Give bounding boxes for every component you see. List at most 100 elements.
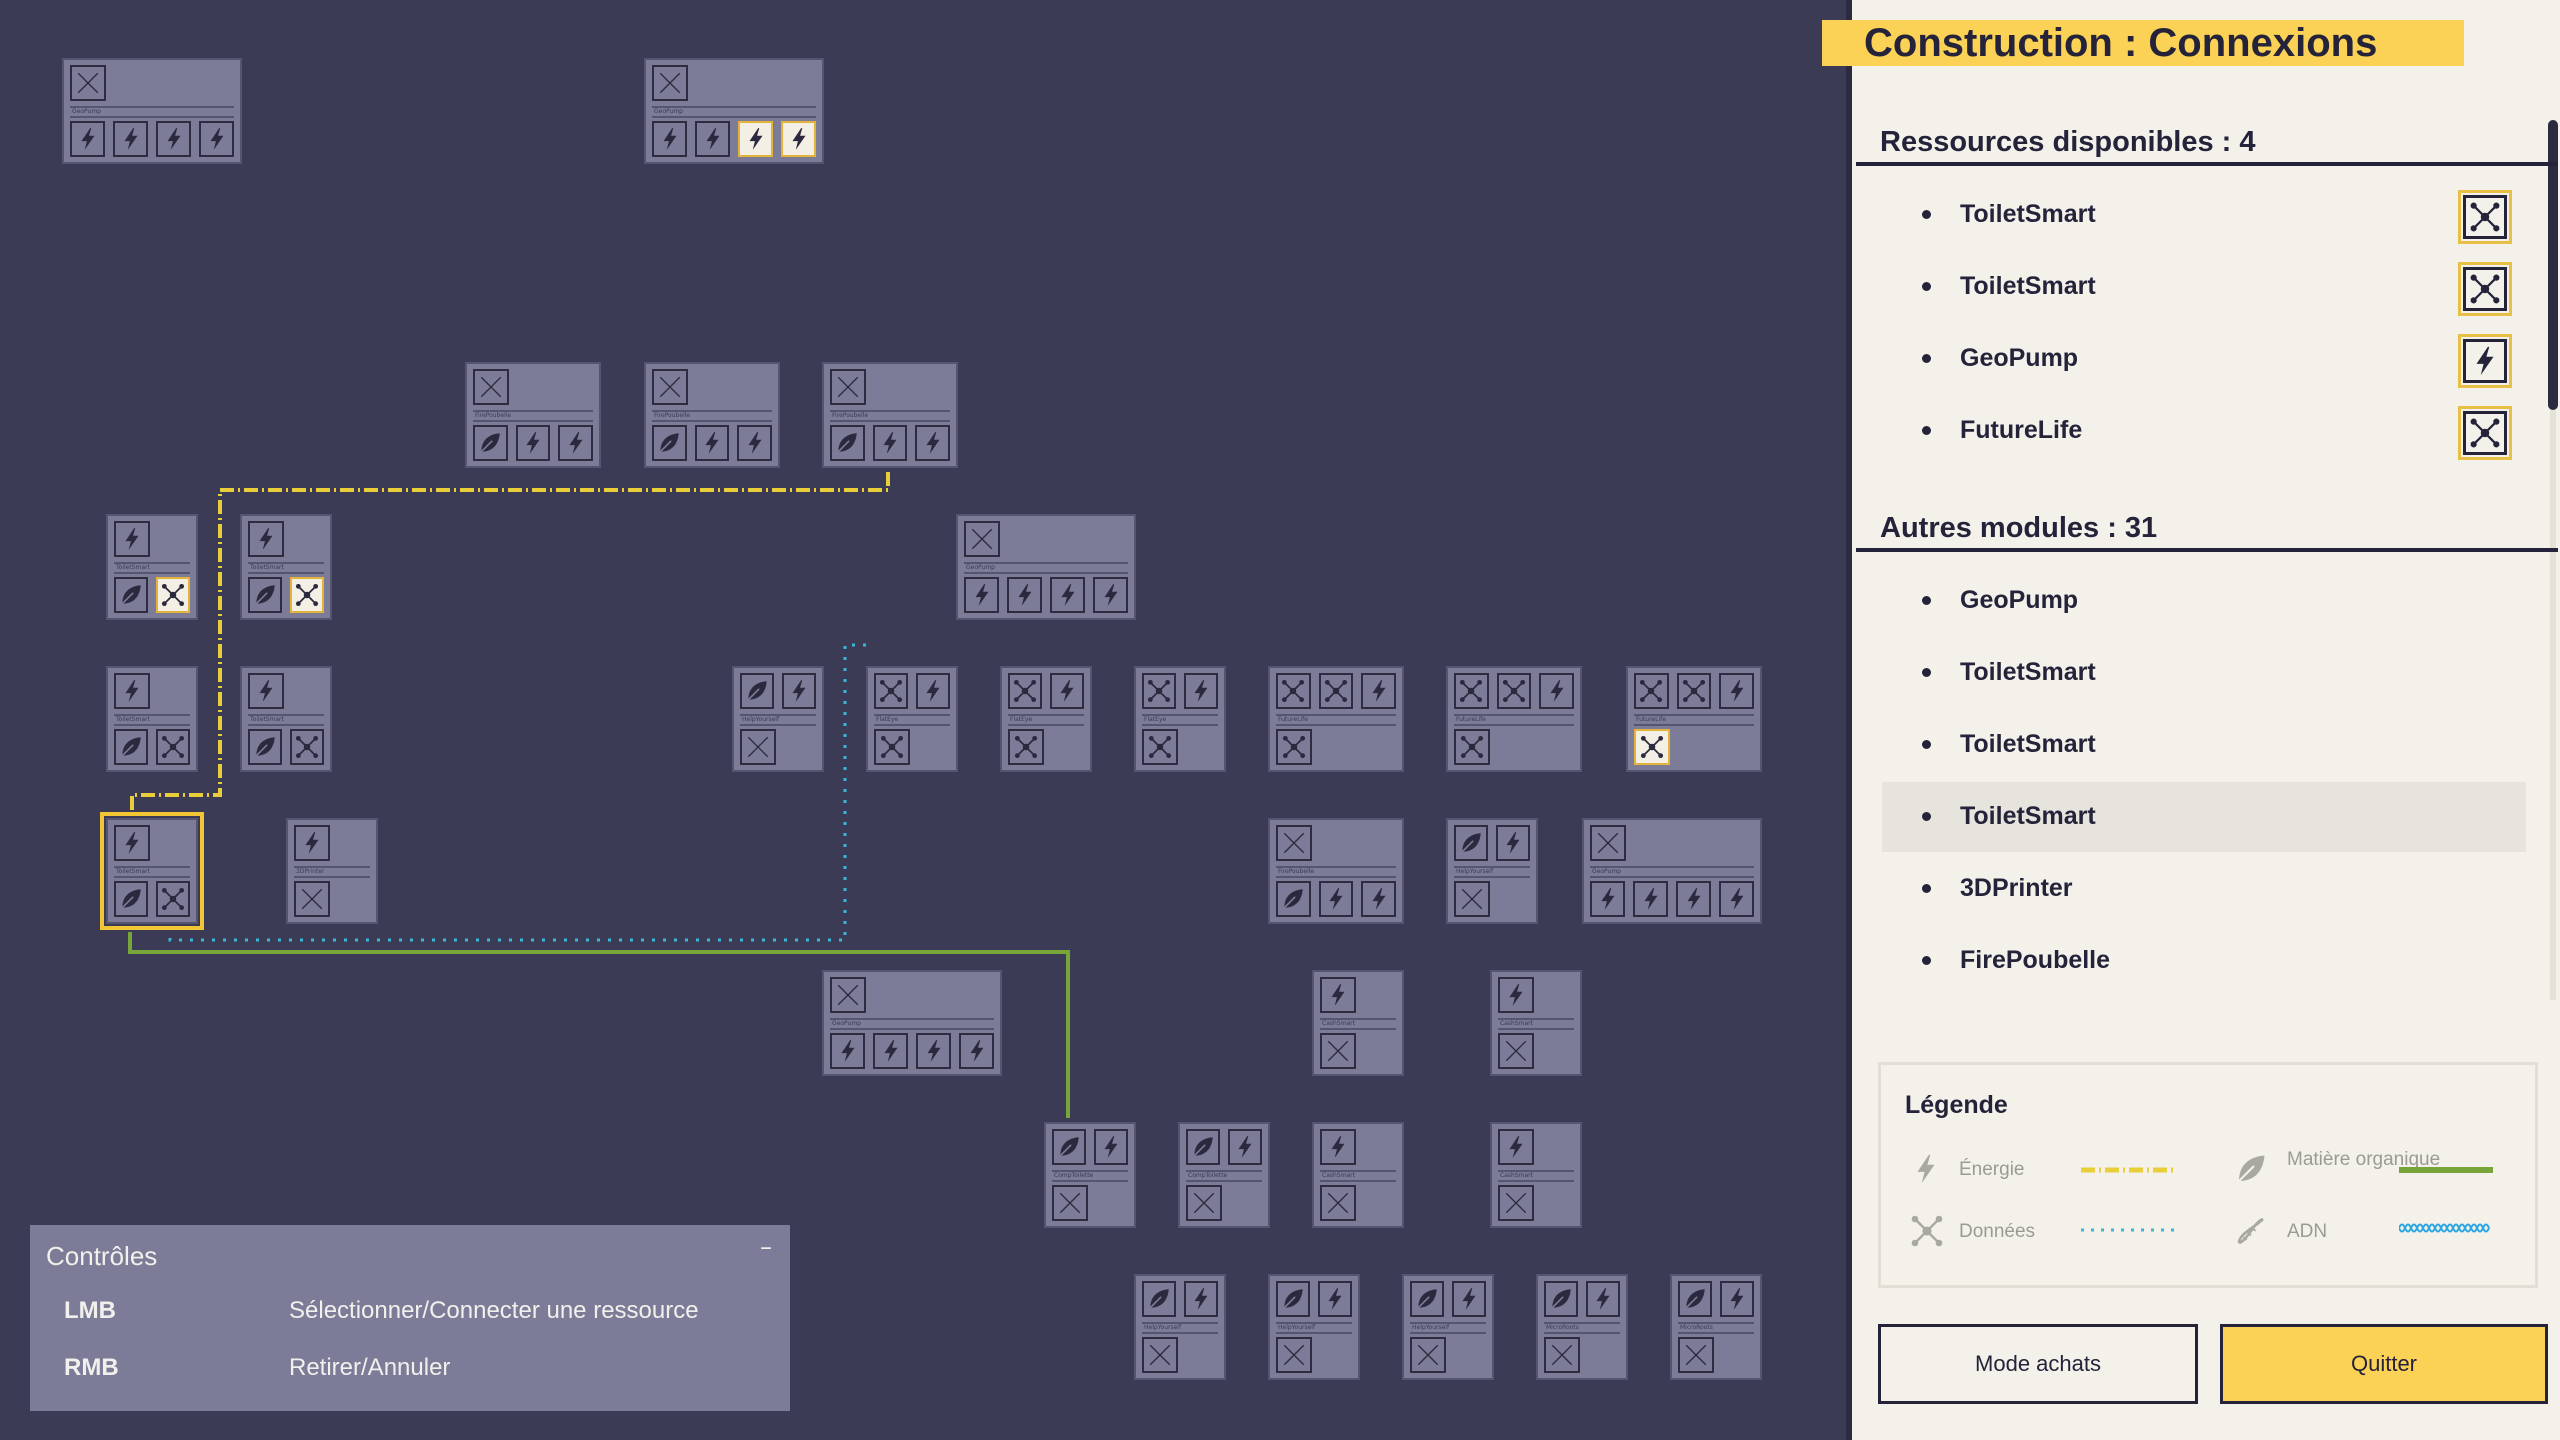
empty-slot[interactable]: [1186, 1185, 1222, 1221]
module-helpyourself[interactable]: HelpYourself: [1446, 818, 1538, 924]
empty-slot[interactable]: [1052, 1185, 1088, 1221]
resource-slot[interactable]: [1496, 673, 1532, 709]
resource-slot[interactable]: [1320, 977, 1356, 1013]
resource-slot[interactable]: [1094, 1129, 1128, 1165]
resource-slot[interactable]: [1052, 1129, 1086, 1165]
resource-slot[interactable]: [473, 425, 508, 461]
resource-slot[interactable]: [70, 121, 105, 157]
resource-slot[interactable]: [1361, 881, 1397, 917]
shop-mode-button[interactable]: Mode achats: [1878, 1324, 2198, 1404]
module-geopump[interactable]: GeoPump: [62, 58, 242, 164]
empty-slot[interactable]: [830, 977, 866, 1013]
resource-slot[interactable]: [1634, 729, 1670, 765]
module-firepoubelle[interactable]: FirePoubelle: [822, 362, 958, 468]
module-futurelife[interactable]: FutureLife: [1446, 666, 1582, 772]
resource-slot[interactable]: [199, 121, 234, 157]
module-futurelife[interactable]: FutureLife: [1268, 666, 1404, 772]
resource-slot[interactable]: [1142, 729, 1178, 765]
empty-slot[interactable]: [964, 521, 1000, 557]
resource-slot[interactable]: [1678, 1281, 1712, 1317]
resource-slot[interactable]: [874, 673, 908, 709]
module-futurelife[interactable]: FutureLife: [1626, 666, 1762, 772]
resource-slot[interactable]: [1496, 825, 1530, 861]
resource-slot[interactable]: [1498, 1129, 1534, 1165]
resource-slot[interactable]: [1186, 1129, 1220, 1165]
resource-slot[interactable]: [1590, 881, 1625, 917]
resource-slot[interactable]: [156, 881, 190, 917]
resource-slot[interactable]: [1318, 881, 1354, 917]
module-item[interactable]: GeoPump: [1882, 566, 2526, 636]
resource-slot[interactable]: [694, 425, 730, 461]
empty-slot[interactable]: [1142, 1337, 1178, 1373]
resource-slot[interactable]: [1410, 1281, 1444, 1317]
resource-slot[interactable]: [916, 1033, 951, 1069]
empty-slot[interactable]: [652, 65, 688, 101]
empty-slot[interactable]: [1320, 1185, 1356, 1221]
module-cashsmart[interactable]: CashSmart: [1312, 970, 1404, 1076]
resource-slot[interactable]: [964, 577, 999, 613]
resource-slot[interactable]: [1720, 1281, 1754, 1317]
resource-slot[interactable]: [248, 577, 282, 613]
module-geopump[interactable]: GeoPump: [956, 514, 1136, 620]
empty-slot[interactable]: [1320, 1033, 1356, 1069]
resource-slot[interactable]: [959, 1033, 994, 1069]
module-item[interactable]: ToiletSmart: [1882, 782, 2526, 852]
module-microroots[interactable]: MicroRoots: [1670, 1274, 1762, 1380]
resource-slot[interactable]: [695, 121, 730, 157]
resource-connect-button[interactable]: [2458, 334, 2512, 388]
empty-slot[interactable]: [1276, 1337, 1312, 1373]
resource-slot[interactable]: [740, 673, 774, 709]
module-helpyourself[interactable]: HelpYourself: [732, 666, 824, 772]
resource-slot[interactable]: [1050, 673, 1084, 709]
resource-slot[interactable]: [1318, 673, 1354, 709]
resource-slot[interactable]: [114, 881, 148, 917]
resource-slot[interactable]: [1676, 673, 1712, 709]
resource-slot[interactable]: [1276, 729, 1312, 765]
module-geopump[interactable]: GeoPump: [822, 970, 1002, 1076]
resource-slot[interactable]: [1228, 1129, 1262, 1165]
resource-slot[interactable]: [1184, 1281, 1218, 1317]
resource-slot[interactable]: [114, 577, 148, 613]
resource-slot[interactable]: [1586, 1281, 1620, 1317]
minimize-button[interactable]: –: [760, 1233, 772, 1261]
resource-slot[interactable]: [1634, 673, 1669, 709]
empty-slot[interactable]: [1454, 881, 1490, 917]
module-microroots[interactable]: MicroRoots: [1536, 1274, 1628, 1380]
resource-connect-button[interactable]: [2458, 190, 2512, 244]
resource-slot[interactable]: [1320, 1129, 1356, 1165]
resource-slot[interactable]: [114, 825, 150, 861]
resource-slot[interactable]: [873, 1033, 908, 1069]
resource-slot[interactable]: [290, 729, 324, 765]
resource-slot[interactable]: [1093, 577, 1128, 613]
empty-slot[interactable]: [294, 881, 330, 917]
resource-slot[interactable]: [515, 425, 551, 461]
resource-slot[interactable]: [1719, 673, 1755, 709]
resource-slot[interactable]: [1007, 577, 1042, 613]
resource-slot[interactable]: [114, 521, 150, 557]
resource-slot[interactable]: [1008, 673, 1042, 709]
module-toiletsmart[interactable]: ToiletSmart: [240, 666, 332, 772]
empty-slot[interactable]: [1410, 1337, 1446, 1373]
module-helpyourself[interactable]: HelpYourself: [1402, 1274, 1494, 1380]
module-item[interactable]: ToiletSmart: [1882, 638, 2526, 708]
resource-slot[interactable]: [558, 425, 594, 461]
empty-slot[interactable]: [1498, 1185, 1534, 1221]
resource-item[interactable]: FutureLife: [1882, 396, 2526, 466]
module-firepoubelle[interactable]: FirePoubelle: [465, 362, 601, 468]
module-cashsmart[interactable]: CashSmart: [1490, 1122, 1582, 1228]
resource-slot[interactable]: [248, 521, 284, 557]
empty-slot[interactable]: [1498, 1033, 1534, 1069]
module-geopump[interactable]: GeoPump: [644, 58, 824, 164]
quit-button[interactable]: Quitter: [2220, 1324, 2548, 1404]
resource-slot[interactable]: [248, 673, 284, 709]
module-flateye[interactable]: FlatEye: [1134, 666, 1226, 772]
resource-slot[interactable]: [156, 577, 190, 613]
scrollbar-thumb[interactable]: [2548, 120, 2558, 410]
module-geopump[interactable]: GeoPump: [1582, 818, 1762, 924]
resource-slot[interactable]: [652, 121, 687, 157]
empty-slot[interactable]: [652, 369, 688, 405]
resource-slot[interactable]: [1452, 1281, 1486, 1317]
empty-slot[interactable]: [1678, 1337, 1714, 1373]
resource-slot[interactable]: [1454, 825, 1488, 861]
empty-slot[interactable]: [740, 729, 776, 765]
